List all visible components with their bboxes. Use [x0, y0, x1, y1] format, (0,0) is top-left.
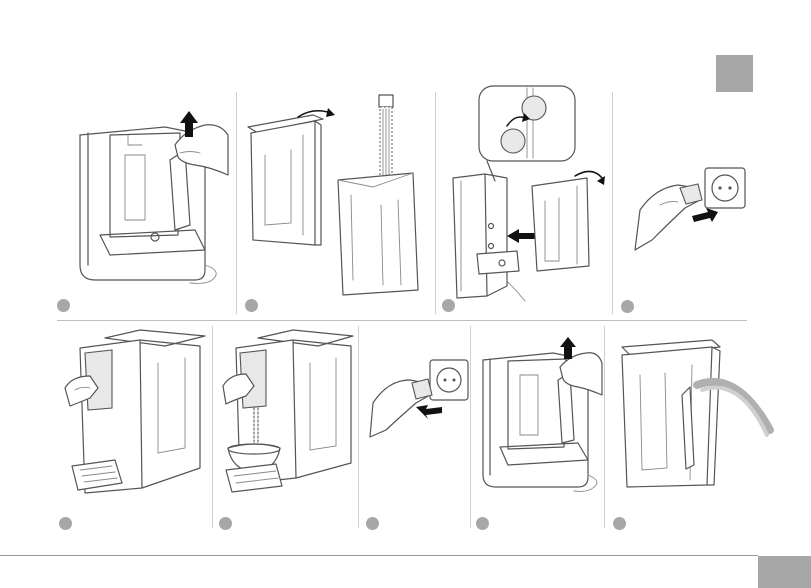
insert-filter-illustration: [447, 86, 612, 301]
unplug-illustration: [368, 355, 468, 445]
step-marker-5: [59, 517, 72, 530]
lift-tank-illustration: [478, 335, 603, 495]
divider-bottom-1: [212, 326, 213, 528]
press-lever-illustration: [60, 328, 210, 503]
footer-line: [0, 555, 758, 556]
divider-bottom-2: [358, 326, 359, 528]
lift-tank-illustration: [70, 105, 230, 295]
divider-bottom-3: [470, 326, 471, 528]
divider-top-3: [612, 92, 613, 314]
pour-out-illustration: [612, 335, 782, 500]
language-tab: [716, 55, 753, 92]
step-marker-7: [366, 517, 379, 530]
plug-in-illustration: [630, 160, 750, 260]
page-number-tab: [758, 556, 811, 588]
step-marker-4: [621, 300, 634, 313]
step-marker-9: [613, 517, 626, 530]
step-marker-6: [219, 517, 232, 530]
rinse-tank-illustration: [243, 95, 428, 300]
divider-middle: [57, 320, 747, 321]
step-marker-2: [245, 299, 258, 312]
divider-top-1: [236, 92, 237, 314]
divider-top-2: [435, 92, 436, 314]
step-marker-1: [57, 299, 70, 312]
divider-bottom-4: [604, 326, 605, 528]
step-marker-8: [476, 517, 489, 530]
dispense-bowl-illustration: [218, 328, 358, 503]
